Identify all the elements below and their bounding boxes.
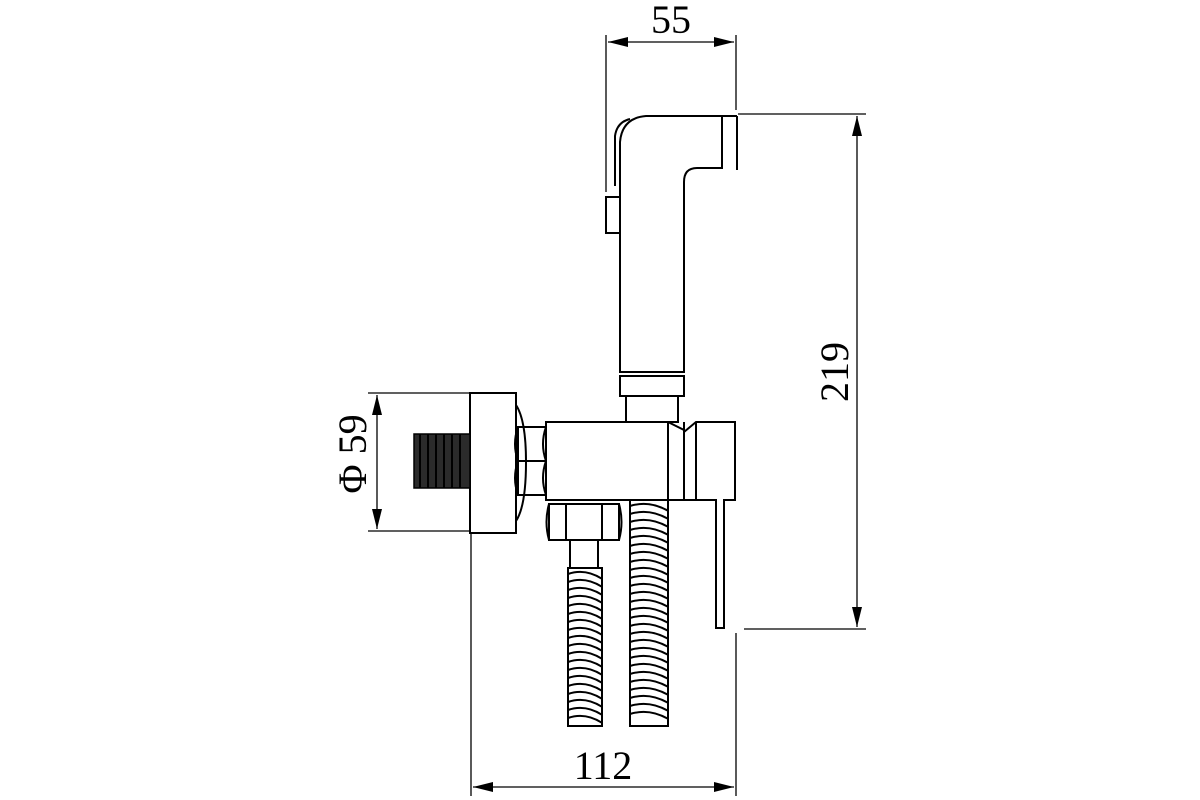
hose-coil bbox=[567, 714, 603, 724]
dimension-label-55: 55 bbox=[651, 0, 691, 42]
hose-coil bbox=[567, 570, 603, 580]
hose-coil bbox=[629, 574, 669, 584]
hose-coil bbox=[567, 658, 603, 668]
hose-coil bbox=[629, 558, 669, 568]
dimension-label-219: 219 bbox=[812, 342, 857, 402]
hose-coil bbox=[629, 622, 669, 632]
hose-coil bbox=[629, 526, 669, 536]
hose-coil bbox=[567, 610, 603, 620]
hose-coil bbox=[567, 682, 603, 692]
hose-coil bbox=[629, 566, 669, 576]
hose-coil bbox=[567, 618, 603, 628]
threaded-pipe bbox=[413, 433, 471, 489]
hose-coil bbox=[629, 702, 669, 712]
hose-coil bbox=[567, 634, 603, 644]
hose-coil bbox=[629, 614, 669, 624]
hose-coil bbox=[567, 698, 603, 708]
shower-head bbox=[605, 115, 738, 423]
dimension-bottom-112: 112 bbox=[470, 533, 737, 796]
hose-coil bbox=[629, 510, 669, 520]
dimension-left-phi59: Φ 59 bbox=[330, 392, 470, 532]
hose-coil bbox=[567, 642, 603, 652]
hose-coil bbox=[629, 710, 669, 720]
hose-coil bbox=[567, 690, 603, 700]
hose-coil bbox=[629, 518, 669, 528]
hose-coil bbox=[567, 586, 603, 596]
hose-coil bbox=[629, 590, 669, 600]
hose-coil bbox=[629, 678, 669, 688]
hose-coil bbox=[567, 602, 603, 612]
valve-body bbox=[545, 421, 685, 501]
hex-connector bbox=[514, 426, 548, 496]
hose-coil bbox=[629, 686, 669, 696]
dimension-top-55: 55 bbox=[605, 0, 737, 192]
lever-handle bbox=[683, 421, 736, 629]
hose-coil bbox=[629, 694, 669, 704]
hose-coil bbox=[567, 578, 603, 588]
hoses bbox=[567, 500, 669, 727]
hose-coil bbox=[629, 646, 669, 656]
dimension-label-phi59: Φ 59 bbox=[330, 414, 375, 493]
hose-coil bbox=[567, 594, 603, 604]
hose-coil bbox=[629, 630, 669, 640]
hose-coil bbox=[629, 582, 669, 592]
hose-coil bbox=[629, 662, 669, 672]
hose-coil bbox=[629, 606, 669, 616]
hose-nut bbox=[545, 503, 623, 569]
hose-coil bbox=[629, 550, 669, 560]
hose-coil bbox=[567, 674, 603, 684]
hose-coil bbox=[567, 626, 603, 636]
hose-coil bbox=[629, 654, 669, 664]
hose-coil bbox=[629, 542, 669, 552]
hose-coil bbox=[629, 598, 669, 608]
hose-coil bbox=[629, 502, 669, 512]
dimension-label-112: 112 bbox=[574, 743, 633, 788]
hose-coil bbox=[567, 706, 603, 716]
hose-coil bbox=[629, 534, 669, 544]
dimension-right-219: 219 bbox=[738, 113, 866, 630]
hose-coil bbox=[567, 666, 603, 676]
hose-coil bbox=[567, 650, 603, 660]
hose-coil bbox=[629, 638, 669, 648]
hose-coil bbox=[629, 670, 669, 680]
